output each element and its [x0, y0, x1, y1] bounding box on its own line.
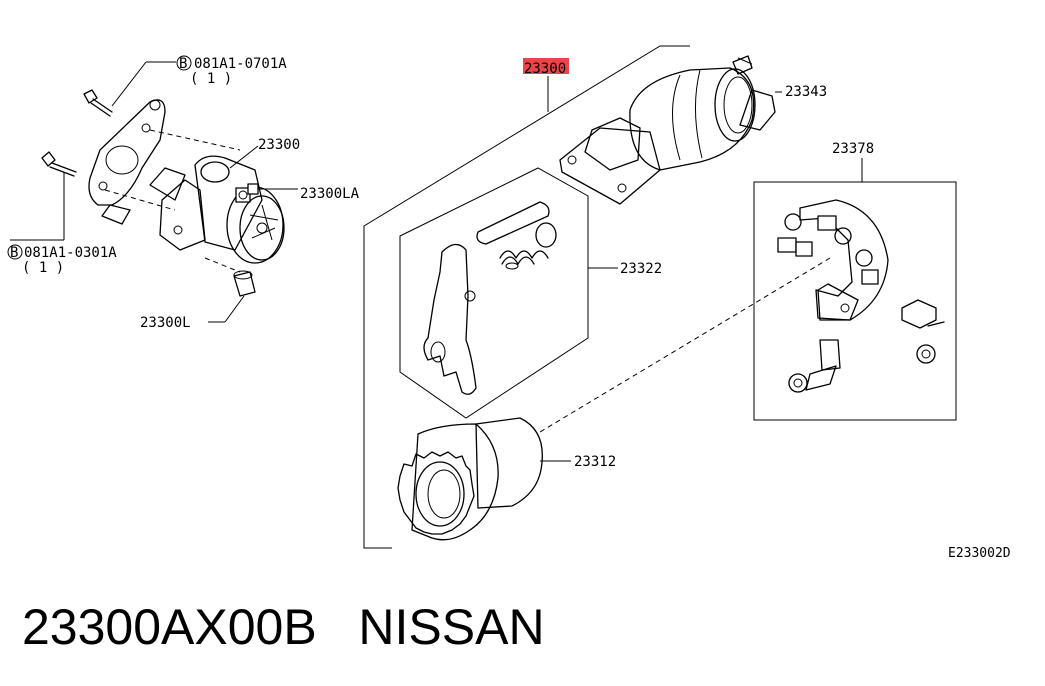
- diagram-code: E233002D: [948, 546, 1011, 561]
- bolt-top-code: 081A1-0701A: [194, 56, 287, 72]
- brand-name: NISSAN: [358, 599, 545, 655]
- starter-assembly-drawing: [10, 61, 298, 323]
- lower-bolt-icon: [41, 151, 77, 177]
- label-assembly[interactable]: 23300: [524, 61, 566, 77]
- callout-assembly-highlighted[interactable]: 23300: [523, 58, 569, 77]
- label-solenoid: 23343: [785, 84, 827, 100]
- label-starter-la: 23300LA: [300, 186, 360, 202]
- label-pinion: 23312: [574, 454, 616, 470]
- label-brush-holder: 23378: [832, 141, 874, 157]
- bolt-bottom-mark: B: [10, 245, 18, 261]
- label-lever-kit: 23322: [620, 261, 662, 277]
- assembly-bracket: [363, 45, 690, 549]
- bolt-top-mark: B: [179, 56, 187, 72]
- upper-bolt-icon: [83, 89, 113, 117]
- highlight-box: [523, 58, 569, 74]
- bolt-bottom-code: 081A1-0301A: [24, 245, 117, 261]
- parts-diagram: B 081A1-0701A ( 1 ) B 081A1-0301A ( 1 ) …: [7, 45, 957, 549]
- label-starter-l: 23300L: [140, 315, 191, 331]
- bolt-bottom-qty: ( 1 ): [22, 260, 64, 276]
- callout-bolt-bottom: B 081A1-0301A ( 1 ): [7, 244, 117, 276]
- part-number: 23300AX00B: [22, 599, 317, 655]
- pinion-drawing: [397, 417, 571, 541]
- footer-title: 23300AX00B NISSAN: [22, 598, 545, 656]
- solenoid-drawing: [559, 55, 782, 205]
- label-starter: 23300: [258, 137, 300, 153]
- brush-holder-drawing: [753, 158, 957, 421]
- callout-bolt-top: B 081A1-0701A ( 1 ): [176, 55, 287, 87]
- bolt-top-qty: ( 1 ): [190, 71, 232, 87]
- lever-kit-drawing: [399, 167, 589, 419]
